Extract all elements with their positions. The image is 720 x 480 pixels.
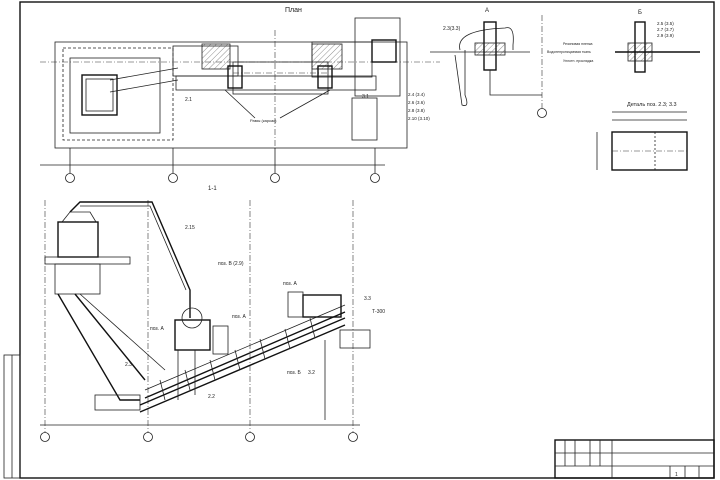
detail-view: Деталь поз. 2.3; 3.3	[596, 102, 688, 171]
section-1-1: 1-1 2.15	[40, 186, 385, 442]
plan-pos-2-6: 2.6 (3.6)	[408, 100, 425, 105]
section-pos-a3: поз. А	[283, 281, 298, 287]
plan-frames-note: Рамы (каркас)	[250, 118, 277, 123]
section-pos-2-15: 2.15	[185, 225, 195, 231]
view-b-pos-2-7: 2.7 (3.7)	[657, 27, 674, 32]
section-pos-3-2: 3.2	[308, 370, 315, 376]
view-b-layer1: Резиновая пленка	[563, 42, 593, 46]
section-pos-2-2: 2.2	[208, 394, 215, 400]
plan-pos-3-1: 3.1	[362, 94, 369, 100]
section-pos-2-3: 2.3	[125, 362, 132, 368]
view-b-title: Б	[638, 10, 642, 16]
view-b-layer2: Водонепроницаемая ткань	[547, 50, 591, 54]
section-pos-a2: поз. А	[150, 326, 165, 332]
sheet-frame	[3, 1, 715, 479]
section-pos-b: поз. Б	[287, 370, 302, 376]
section-title: 1-1	[208, 186, 217, 192]
plan-pos-2-10: 2.10 (3.10)	[408, 116, 430, 121]
view-b-pos-2-5: 2.5 (3.5)	[657, 21, 674, 26]
section-pos-3-3: 3.3	[364, 296, 371, 302]
view-b-pos-2-9: 2.9 (3.9)	[657, 33, 674, 38]
view-a: А 2.3(3.3)	[430, 8, 547, 118]
section-pos-v: поз. В (2.9)	[218, 261, 244, 267]
plan-title: План	[285, 7, 302, 14]
plan-pos-2-1: 2.1	[185, 97, 192, 103]
plan-pos-2-8: 2.8 (3.8)	[408, 108, 425, 113]
view-b: Б 2.5 (3.5) 2.7 (3.7) 2.9 (3.9) Резинова…	[547, 10, 700, 73]
detail-title: Деталь поз. 2.3; 3.3	[627, 102, 677, 108]
view-a-title: А	[485, 8, 489, 14]
section-pos-a1: поз. А	[232, 314, 247, 320]
title-block: 1	[554, 439, 715, 479]
plan-pos-2-4: 2.4 (3.4)	[408, 92, 425, 97]
sheet-number: 1	[675, 472, 678, 478]
view-a-pos: 2.3(3.3)	[443, 26, 461, 32]
axis-markers	[65, 148, 380, 183]
section-pos-t300: Т-300	[372, 309, 385, 315]
plan-view: План Рамы (каркас) 2.1 3.1 2.4 (3.4) 2.6…	[40, 7, 440, 183]
view-b-layer3: Уплотн. прокладка	[563, 59, 593, 63]
